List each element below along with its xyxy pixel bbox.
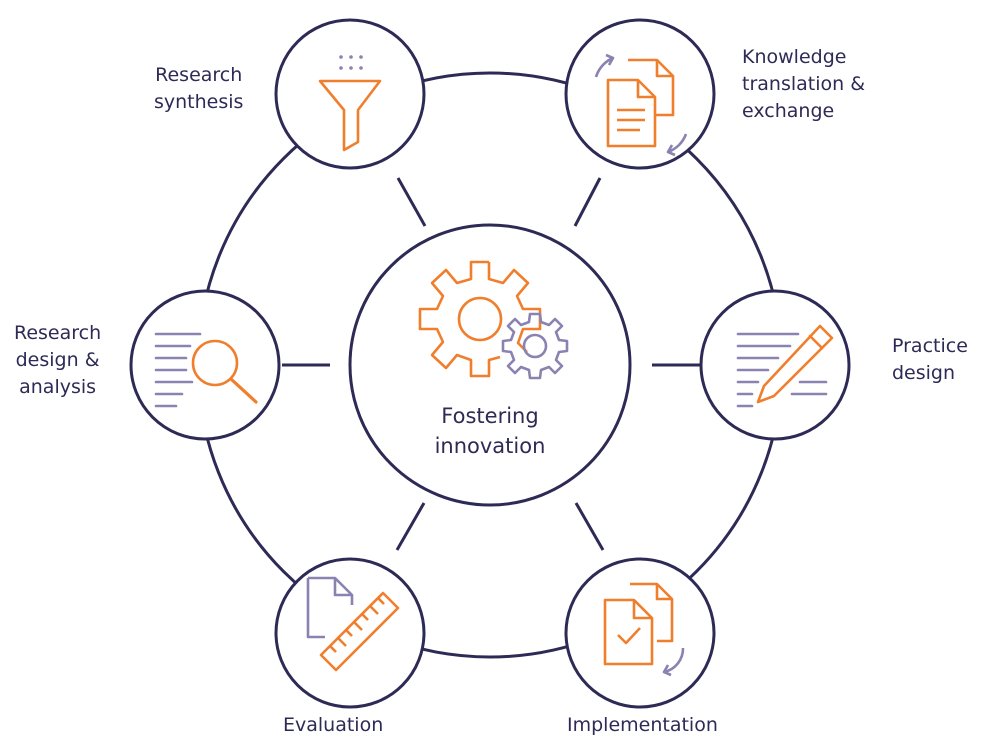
label-implementation: Implementation <box>567 714 718 736</box>
spoke-research-synthesis <box>396 177 427 227</box>
spoke-evaluation <box>395 502 426 551</box>
spoke-implementation <box>574 502 605 551</box>
node-implementation <box>564 557 716 709</box>
node-circle <box>564 18 716 170</box>
node-circle <box>564 557 716 709</box>
node-knowledge-translation <box>564 18 716 170</box>
label-research-design: Research design & analysis <box>14 322 102 398</box>
node-research-design <box>129 289 281 441</box>
magnifier-lines-icon <box>154 332 258 408</box>
pencil-lines-icon <box>736 324 834 408</box>
node-evaluation <box>274 557 426 709</box>
node-research-synthesis <box>274 18 426 170</box>
gears-icon <box>418 260 569 380</box>
document-check-icon <box>603 582 685 677</box>
spokes <box>282 177 702 551</box>
label-practice-design: Practice design <box>892 335 968 384</box>
documents-exchange-icon <box>594 53 688 157</box>
funnel-icon <box>318 55 382 152</box>
node-circle <box>274 18 426 170</box>
node-circle <box>129 289 281 441</box>
label-research-synthesis: Research synthesis <box>154 64 244 113</box>
label-evaluation: Evaluation <box>283 714 384 736</box>
spoke-knowledge-translation <box>573 177 602 227</box>
node-practice-design <box>699 289 851 441</box>
center-label: Fostering innovation <box>434 404 546 458</box>
node-circle <box>699 289 851 441</box>
label-knowledge-translation: Knowledge translation & exchange <box>742 46 866 122</box>
document-ruler-icon <box>306 576 400 672</box>
